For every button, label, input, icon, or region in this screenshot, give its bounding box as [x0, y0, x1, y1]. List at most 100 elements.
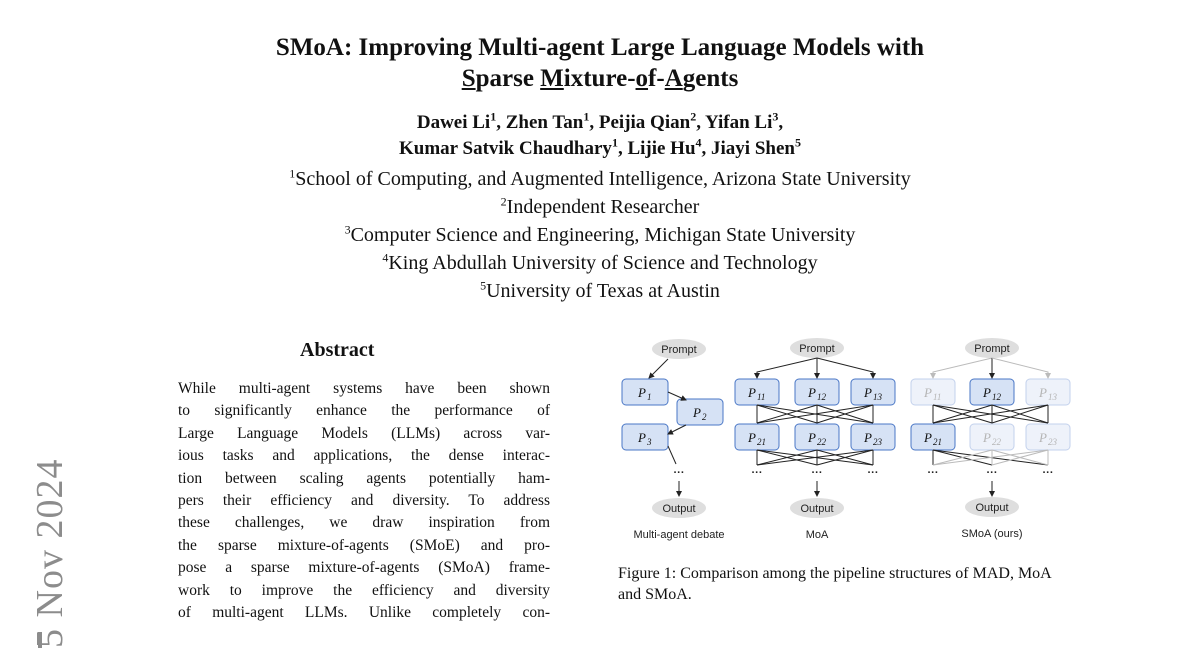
- title-underlined-letter: S: [461, 65, 476, 92]
- figure-1-caption: Figure 1: Comparison among the pipeline …: [618, 565, 1051, 603]
- ellipsis: ···: [928, 467, 939, 479]
- agent-symbol: P: [923, 385, 932, 400]
- author-name: Yifan Li: [704, 112, 773, 133]
- agent-subscript: 21: [933, 437, 942, 447]
- abstract-line: pers their efficiency and diversity. To …: [178, 492, 550, 510]
- author-name: Kumar Satvik Chaudhary: [399, 138, 612, 159]
- title-fragment: parse: [475, 65, 541, 92]
- smoa-subfigure: Prompt P 11 P 12 P 13 P 21 P 22 P 23 ···…: [910, 338, 1071, 540]
- agent-symbol: P: [982, 385, 991, 400]
- output-label: Output: [662, 503, 695, 515]
- moa-subfigure: Prompt P 11 P 12 P 13 P 21 P 22 P 23 ···…: [734, 338, 896, 541]
- prompt-label: Prompt: [799, 343, 834, 355]
- abstract-line: to significantly enhance the performance…: [178, 402, 550, 420]
- output-node: [790, 498, 844, 518]
- affiliation-text: School of Computing, and Augmented Intel…: [295, 168, 911, 190]
- arxiv-sidebar-mark: [38, 632, 42, 648]
- ellipsis: ···: [1043, 467, 1054, 479]
- agent-symbol: P: [692, 405, 701, 420]
- ellipsis: ···: [674, 467, 685, 479]
- mad-agent-node: [621, 423, 669, 451]
- affiliation-3: 3Computer Science and Engineering, Michi…: [0, 221, 1200, 249]
- agent-subscript: 1: [647, 392, 652, 402]
- agent-symbol: P: [807, 430, 816, 445]
- agent-symbol: P: [863, 430, 872, 445]
- author-name: Dawei Li: [416, 112, 491, 133]
- author-line-1: Dawei Li1, Zhen Tan1, Peijia Qian2, Yifa…: [416, 109, 784, 133]
- affiliation-sup: 3: [344, 222, 351, 237]
- author-name: Lijie Hu: [627, 138, 696, 159]
- title-fragment: f-: [648, 65, 665, 92]
- title-underlined-letter: o: [635, 65, 649, 92]
- ellipsis: ···: [987, 467, 998, 479]
- affiliation-2: 2Independent Researcher: [0, 193, 1200, 221]
- agent-subscript: 21: [757, 437, 766, 447]
- affiliation-text: University of Texas at Austin: [486, 280, 720, 302]
- affiliation-sup: 2: [500, 194, 507, 209]
- title-fragment: ixture-: [563, 65, 636, 92]
- agent-subscript: 13: [873, 392, 883, 402]
- affiliation-sup: 1: [289, 166, 296, 181]
- agent-symbol: P: [807, 385, 816, 400]
- author-affil-sup: 1: [583, 109, 590, 124]
- agent-subscript: 2: [702, 412, 707, 422]
- agent-symbol: P: [747, 430, 756, 445]
- agent-symbol: P: [637, 385, 646, 400]
- subfigure-label: SMoA (ours): [961, 528, 1022, 540]
- figure-1-pipeline-diagram: Prompt P 1 P 2 P 3 ··· Output Multi-agen…: [621, 338, 1071, 541]
- affiliation-sup: 5: [480, 278, 487, 293]
- ellipsis: ···: [752, 467, 763, 479]
- agent-subscript: 23: [873, 437, 883, 447]
- author-name: Zhen Tan: [505, 112, 584, 133]
- agent-symbol: P: [747, 385, 756, 400]
- agent-symbol: P: [863, 385, 872, 400]
- prompt-label: Prompt: [974, 343, 1009, 355]
- agent-subscript: 22: [817, 437, 827, 447]
- mad-agent-node: [676, 398, 724, 426]
- title-underlined-letter: A: [664, 65, 683, 92]
- agent-symbol: P: [1038, 385, 1047, 400]
- output-node: [652, 498, 706, 518]
- abstract-heading: Abstract: [300, 339, 375, 361]
- affiliation-sup: 4: [382, 250, 389, 265]
- ellipsis: ···: [868, 467, 879, 479]
- agent-subscript: 11: [933, 392, 941, 402]
- author-affil-sup: 3: [772, 109, 779, 124]
- subfigure-label: MoA: [806, 529, 829, 541]
- agent-symbol: P: [982, 430, 991, 445]
- affiliation-text: Computer Science and Engineering, Michig…: [350, 224, 856, 246]
- output-label: Output: [975, 502, 1008, 514]
- agent-subscript: 11: [757, 392, 765, 402]
- abstract-line: these challenges, we draw inspiration fr…: [178, 514, 550, 532]
- author-name: Jiayi Shen: [711, 138, 795, 159]
- paper-title-line-2: Sparse Mixture-of-Agents: [0, 63, 1200, 94]
- author-affil-sup: 5: [794, 135, 801, 150]
- agent-symbol: P: [1038, 430, 1047, 445]
- affiliation-text: King Abdullah University of Science and …: [388, 252, 818, 274]
- abstract-line: the sparse mixture-of-agents (SMoE) and …: [178, 536, 550, 554]
- author-line-2: Kumar Satvik Chaudhary1, Lijie Hu4, Jiay…: [399, 135, 801, 159]
- agent-subscript: 23: [1048, 437, 1058, 447]
- author-affil-sup: 1: [611, 135, 618, 150]
- affiliation-text: Independent Researcher: [506, 196, 700, 218]
- prompt-node: [965, 338, 1019, 358]
- affiliation-1: 1School of Computing, and Augmented Inte…: [0, 165, 1200, 193]
- abstract-line: pose a sparse mixture-of-agents (SMoA) f…: [178, 559, 550, 577]
- abstract-line: of multi-agent LLMs. Unlike completely c…: [178, 604, 550, 622]
- agent-subscript: 12: [992, 392, 1002, 402]
- prompt-label: Prompt: [661, 344, 696, 356]
- output-node: [965, 497, 1019, 517]
- affiliation-4: 4King Abdullah University of Science and…: [0, 249, 1200, 277]
- abstract-body: While multi-agent systems have been show…: [178, 378, 550, 624]
- abstract-line: While multi-agent systems have been show…: [178, 380, 550, 397]
- author-affil-sup: 1: [490, 109, 497, 124]
- agent-symbol: P: [637, 430, 646, 445]
- agent-subscript: 12: [817, 392, 827, 402]
- mad-subfigure: Prompt P 1 P 2 P 3 ··· Output Multi-agen…: [621, 339, 725, 541]
- paper-title-line-1: SMoA: Improving Multi-agent Large Langua…: [275, 34, 925, 61]
- abstract-line: Large Language Models (LLMs) across var-: [178, 424, 550, 442]
- title-fragment: gents: [682, 65, 739, 92]
- author-name: Peijia Qian: [598, 112, 691, 133]
- abstract-line: work to improve the efficiency and diver…: [178, 581, 550, 599]
- agent-subscript: 22: [992, 437, 1002, 447]
